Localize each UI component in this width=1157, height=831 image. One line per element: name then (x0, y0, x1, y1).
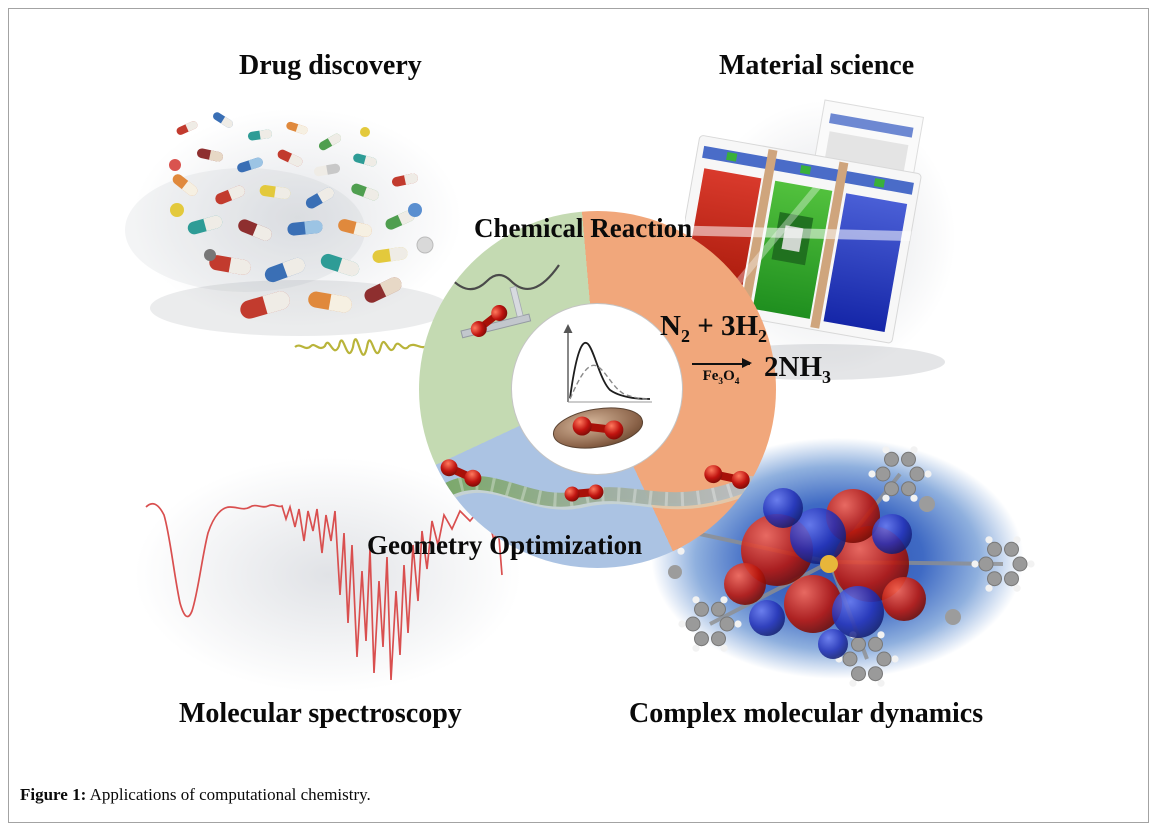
catalyst-fe-sub: 3 (718, 377, 724, 388)
equation-product: 2NH3 (764, 351, 831, 388)
label-chemical-reaction: Chemical Reaction (474, 213, 693, 243)
energy-curve-illustration (442, 264, 560, 339)
label-material-science: Material science (719, 50, 915, 81)
center-molecule-illustration (511, 303, 683, 475)
catalyst-label: Fe3O4 (703, 368, 740, 387)
ir-spectrum-curve (145, 502, 503, 681)
reactant-h: + 3H (689, 310, 759, 342)
figure-border (8, 8, 1149, 823)
caption-text: Applications of computational chemistry. (86, 785, 371, 804)
catalyst-o-sub: 4 (734, 377, 740, 388)
label-drug-discovery: Drug discovery (239, 50, 422, 81)
reactant-h-sub: 2 (758, 325, 768, 346)
ammonia-synthesis-equation: N2 + 3H2 Fe3O4 2NH3 (654, 310, 831, 388)
label-molecular-spectroscopy: Molecular spectroscopy (179, 698, 462, 729)
reaction-arrow-with-catalyst: Fe3O4 (692, 357, 752, 387)
caption-figure-number: Figure 1: (20, 785, 87, 804)
applications-wheel (419, 211, 776, 568)
optimization-path-illustration (438, 459, 758, 510)
reactant-n: N (660, 310, 681, 342)
red-dumbbell-molecule-icon (470, 304, 508, 338)
molecular-orbitals-icon (635, 446, 1035, 687)
equation-reactants: N2 + 3H2 (660, 310, 831, 347)
pills-icon (125, 112, 450, 336)
label-geometry-optimization: Geometry Optimization (367, 530, 643, 560)
pills-illustration (115, 80, 480, 345)
product-nh: 2NH (764, 350, 822, 383)
catalyst-o: O (723, 368, 735, 385)
product-nh-sub: 3 (822, 366, 831, 387)
reaction-arrow-icon (692, 357, 752, 370)
reactant-n-sub: 2 (680, 325, 690, 346)
label-complex-molecular-dynamics: Complex molecular dynamics (629, 698, 984, 729)
catalyst-fe: Fe (702, 368, 719, 385)
figure-caption: Figure 1: Applications of computational … (20, 785, 371, 805)
